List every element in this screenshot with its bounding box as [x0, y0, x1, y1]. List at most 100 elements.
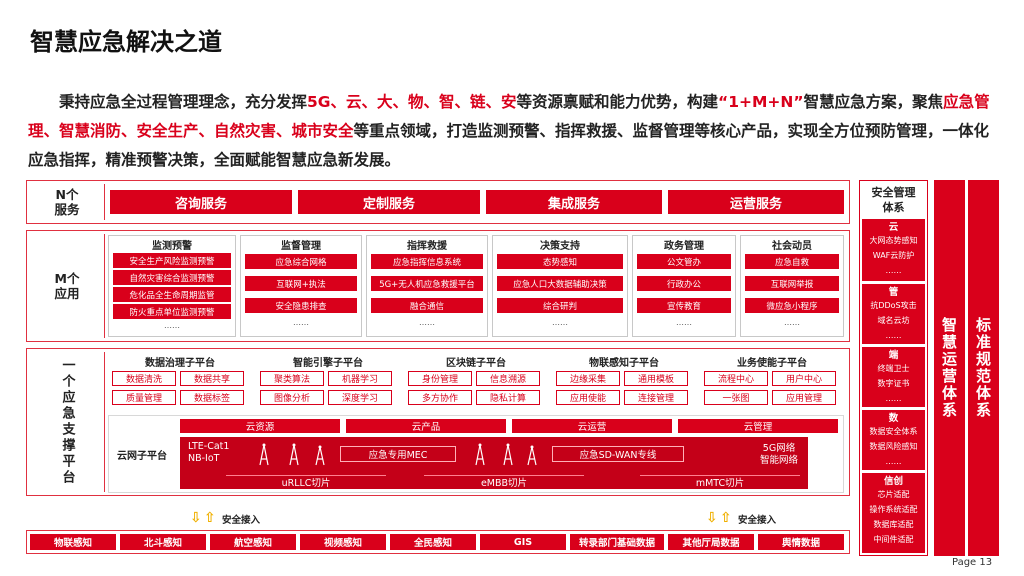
- panel-more: ……: [676, 317, 692, 327]
- security-item: ……: [885, 331, 902, 340]
- service-integration[interactable]: 集成服务: [486, 190, 662, 214]
- security-group-head: 管: [888, 287, 899, 298]
- sub-platform-data: 数据治理子平台 数据清洗 数据共享 质量管理 数据标签: [108, 354, 252, 405]
- source-sentiment[interactable]: 舆情数据: [758, 534, 844, 550]
- security-group-pipe: 管 抗DDoS攻击 域名云坊 ……: [862, 284, 925, 344]
- source-video[interactable]: 视频感知: [300, 534, 386, 550]
- intro-highlight: “1+M+N”: [718, 93, 804, 111]
- source-public[interactable]: 全民感知: [390, 534, 476, 550]
- panel-title: 指挥救援: [407, 240, 447, 252]
- source-beidou[interactable]: 北斗感知: [120, 534, 206, 550]
- panel-item[interactable]: 危化品全生命周期监管: [113, 287, 231, 302]
- service-custom[interactable]: 定制服务: [298, 190, 480, 214]
- sub-tile[interactable]: 多方协作: [408, 390, 472, 405]
- mec-box[interactable]: 应急专用MEC: [340, 446, 456, 462]
- sub-tile[interactable]: 流程中心: [704, 371, 768, 386]
- m-label-line1: M个: [54, 271, 80, 286]
- sdwan-box[interactable]: 应急SD-WAN专线: [552, 446, 684, 462]
- panel-item[interactable]: 公文管办: [637, 254, 731, 269]
- m-divider: [104, 234, 105, 338]
- sub-tile[interactable]: 用户中心: [772, 371, 836, 386]
- security-item: ……: [885, 457, 902, 466]
- sub-tile[interactable]: 身份管理: [408, 371, 472, 386]
- panel-monitoring: 监测预警 安全生产风险监测预警 自然灾害综合监测预警 危化品全生命周期监管 防火…: [108, 235, 236, 337]
- intro-paragraph: 秉持应急全过程管理理念，充分发挥5G、云、大、物、智、链、安等资源禀赋和能力优势…: [28, 88, 1003, 175]
- panel-item[interactable]: 安全隐患排查: [245, 298, 357, 313]
- slice-embb[interactable]: eMBB切片: [424, 475, 584, 489]
- sub-tile[interactable]: 机器学习: [328, 371, 392, 386]
- operation-system-column: 智慧运营体系: [934, 180, 965, 556]
- security-item: 数据安全体系: [869, 427, 918, 436]
- source-iot[interactable]: 物联感知: [30, 534, 116, 550]
- sub-tile[interactable]: 深度学习: [328, 390, 392, 405]
- cloud-bar-operation[interactable]: 云运营: [512, 419, 672, 433]
- sub-tile[interactable]: 数据清洗: [112, 371, 176, 386]
- security-item: 操作系统适配: [869, 505, 918, 514]
- panel-more: ……: [419, 317, 435, 327]
- panel-item[interactable]: 应急人口大数据辅助决策: [497, 276, 623, 291]
- platform-label-text: 一个应急支撑平台: [59, 358, 75, 486]
- n-label-line1: N个: [55, 187, 79, 202]
- arrow-up-icon: ⇧: [204, 510, 216, 526]
- slice-mmtc[interactable]: mMTC切片: [640, 475, 800, 489]
- panel-item[interactable]: 宣传教育: [637, 298, 731, 313]
- panel-item[interactable]: 应急指挥信息系统: [371, 254, 483, 269]
- sub-tile[interactable]: 质量管理: [112, 390, 176, 405]
- source-dept[interactable]: 转录部门基础数据: [570, 534, 664, 550]
- page-number: Page 13: [952, 557, 993, 568]
- cloud-bar-resource[interactable]: 云资源: [180, 419, 340, 433]
- panel-item[interactable]: 自然灾害综合监测预警: [113, 270, 231, 285]
- security-item: 数据库适配: [873, 520, 914, 529]
- panel-item[interactable]: 态势感知: [497, 254, 623, 269]
- service-consulting[interactable]: 咨询服务: [110, 190, 292, 214]
- sub-tile[interactable]: 一张图: [704, 390, 768, 405]
- security-group-data: 数 数据安全体系 数据风险感知 ……: [862, 410, 925, 470]
- sub-tile[interactable]: 数据共享: [180, 371, 244, 386]
- security-item: 数据风险感知: [869, 442, 918, 451]
- security-item: 终端卫士: [877, 364, 910, 373]
- panel-item[interactable]: 互联网举报: [745, 276, 839, 291]
- panel-command: 指挥救援 应急指挥信息系统 5G+无人机应急救援平台 融合通信 ……: [366, 235, 488, 337]
- panel-item[interactable]: 融合通信: [371, 298, 483, 313]
- source-aviation[interactable]: 航空感知: [210, 534, 296, 550]
- sub-platforms: 数据治理子平台 数据清洗 数据共享 质量管理 数据标签 智能引擎子平台 聚类算法…: [108, 354, 844, 410]
- panel-title: 决策支持: [540, 240, 580, 252]
- security-item: 数字证书: [877, 379, 910, 388]
- sub-tile[interactable]: 通用模板: [624, 371, 688, 386]
- panel-more: ……: [784, 317, 800, 327]
- sub-tile[interactable]: 信息溯源: [476, 371, 540, 386]
- panel-item[interactable]: 防火重点单位监测预警: [113, 304, 231, 319]
- sub-tile[interactable]: 应用管理: [772, 390, 836, 405]
- intro-highlight: 应急管理、智慧消防、安全生产、自然灾害、城市安全: [28, 93, 990, 140]
- panel-item[interactable]: 行政办公: [637, 276, 731, 291]
- panel-item[interactable]: 应急自救: [745, 254, 839, 269]
- panel-title: 监督管理: [281, 240, 321, 252]
- sub-tile[interactable]: 连接管理: [624, 390, 688, 405]
- sub-tile[interactable]: 图像分析: [260, 390, 324, 405]
- panel-item[interactable]: 5G+无人机应急救援平台: [371, 276, 483, 291]
- panel-item[interactable]: 综合研判: [497, 298, 623, 313]
- panel-more: ……: [293, 317, 309, 327]
- slice-urllc[interactable]: uRLLC切片: [226, 475, 386, 489]
- panel-item[interactable]: 安全生产风险监测预警: [113, 253, 231, 268]
- security-item: 大网态势感知: [869, 236, 918, 245]
- source-gis[interactable]: GIS: [480, 534, 566, 550]
- sub-tile[interactable]: 数据标签: [180, 390, 244, 405]
- security-group-xinchuang: 信创 芯片适配 操作系统适配 数据库适配 中间件适配: [862, 473, 925, 553]
- panel-item[interactable]: 微应急小程序: [745, 298, 839, 313]
- sub-tile[interactable]: 边缘采集: [556, 371, 620, 386]
- access-label-left: 安全接入: [222, 515, 261, 526]
- sub-tile[interactable]: 应用使能: [556, 390, 620, 405]
- cloud-bar-management[interactable]: 云管理: [678, 419, 838, 433]
- panel-supervision: 监督管理 应急综合网格 互联网+执法 安全隐患排查 ……: [240, 235, 362, 337]
- sub-platform-iot: 物联感知子平台 边缘采集 通用模板 应用使能 连接管理: [552, 354, 696, 405]
- security-item: 中间件适配: [873, 535, 914, 544]
- cloud-bar-product[interactable]: 云产品: [346, 419, 506, 433]
- security-title-line1: 安全管理: [871, 186, 916, 199]
- service-operation[interactable]: 运营服务: [668, 190, 844, 214]
- panel-item[interactable]: 应急综合网格: [245, 254, 357, 269]
- sub-tile[interactable]: 隐私计算: [476, 390, 540, 405]
- panel-item[interactable]: 互联网+执法: [245, 276, 357, 291]
- source-other[interactable]: 其他厅局数据: [668, 534, 754, 550]
- sub-tile[interactable]: 聚类算法: [260, 371, 324, 386]
